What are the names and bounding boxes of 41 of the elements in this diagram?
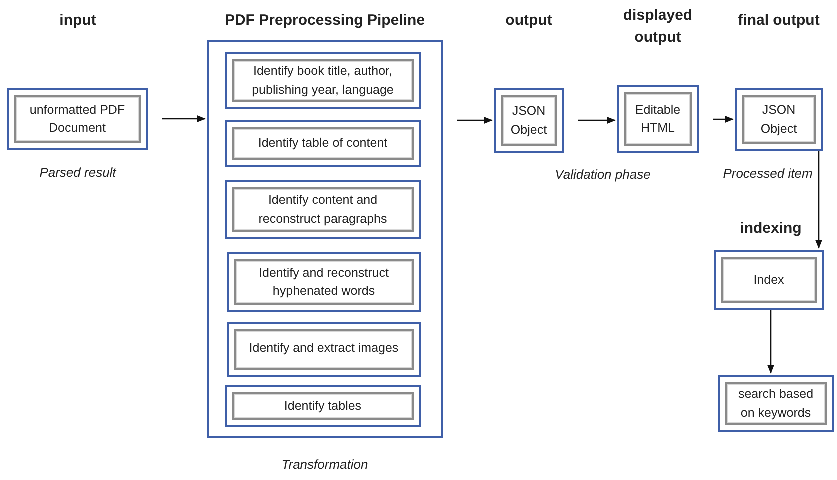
step-text: Identify tables (284, 398, 362, 415)
step-text: Identify and reconstruct hyphenated words (258, 264, 390, 300)
process-box (617, 85, 699, 153)
node-label: Parsed result (38, 165, 118, 180)
arrow (713, 116, 734, 124)
process-box (718, 375, 834, 432)
step-text: Identify book title, author, publishing year, language (251, 63, 395, 99)
process-box (225, 385, 421, 427)
column-heading: indexing (740, 219, 802, 239)
process-box (714, 250, 824, 310)
step-text: Editable HTML (634, 102, 682, 137)
step-text: JSON Object (510, 103, 548, 139)
process-box (225, 120, 421, 167)
column-heading: final output (738, 11, 820, 31)
step-text: JSON Object (760, 102, 798, 138)
column-heading: input (60, 11, 96, 31)
column-heading: output (506, 11, 552, 31)
pipeline-panel (207, 40, 443, 438)
process-box (227, 322, 421, 377)
process-box (494, 88, 564, 153)
arrow (815, 151, 823, 249)
step-text: Identify table of content (258, 135, 388, 152)
step-text: Index (754, 272, 784, 289)
step-text: unformatted PDF Document (28, 102, 126, 137)
process-box (227, 252, 421, 312)
column-heading: displayed output (622, 6, 694, 48)
node-label: Transformation (280, 457, 370, 472)
arrow (457, 116, 493, 124)
process-box (225, 52, 421, 109)
process-box (735, 88, 823, 151)
process-box (225, 180, 421, 239)
arrow (578, 116, 616, 124)
step-text: Identify content and reconstruct paragraphs (258, 192, 388, 228)
column-heading: PDF Preprocessing Pipeline (224, 11, 426, 31)
step-text: Identify and extract images (249, 340, 399, 357)
step-text: search based on keywords (737, 386, 815, 422)
process-box (7, 88, 148, 150)
arrow (767, 310, 775, 374)
arrow (162, 115, 206, 123)
node-label: Processed item (721, 166, 815, 181)
caption: Validation phase (553, 167, 653, 182)
